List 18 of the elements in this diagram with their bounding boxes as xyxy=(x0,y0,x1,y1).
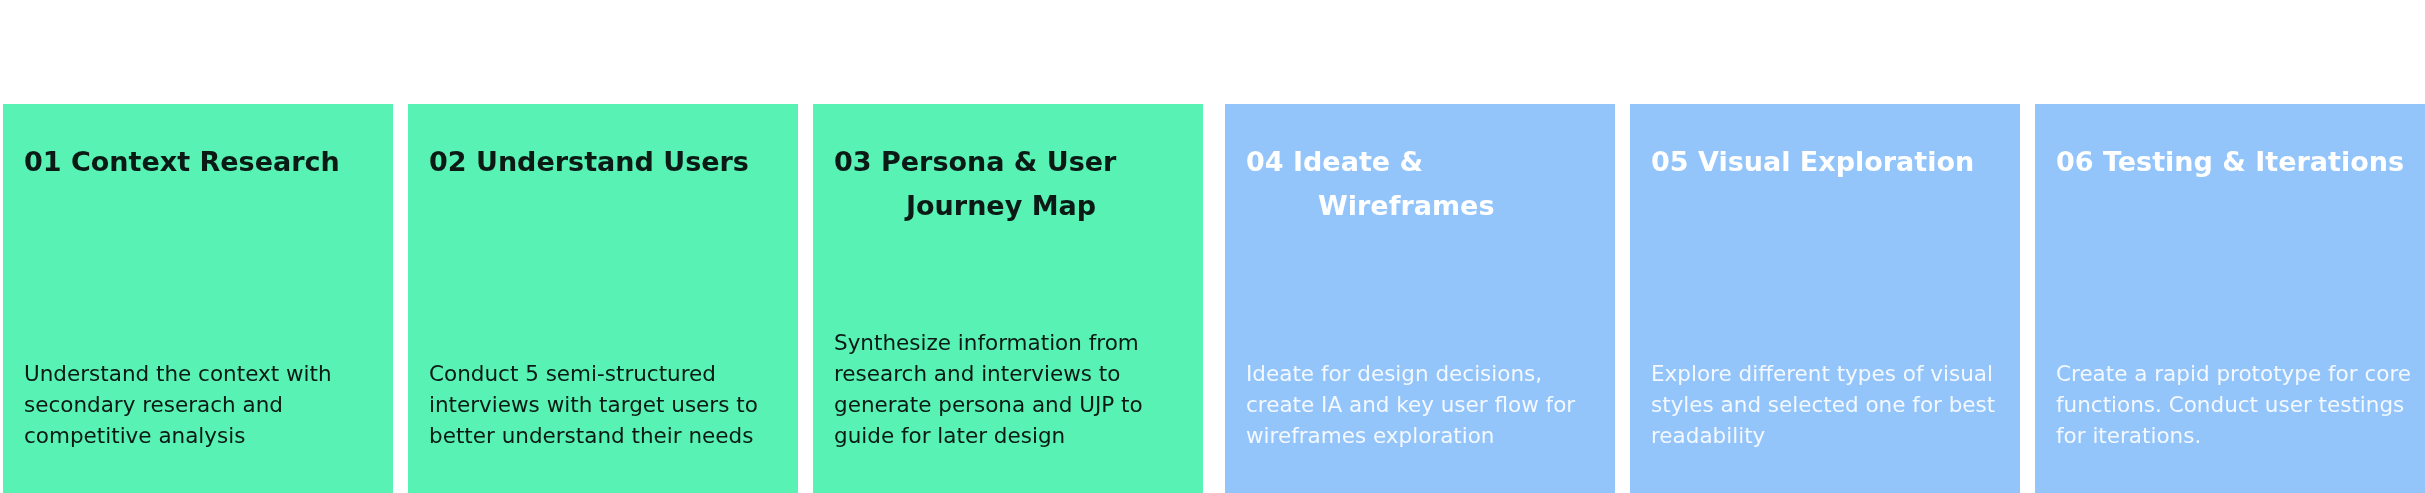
step-card xyxy=(1630,104,2020,493)
step-title: 05 Visual Exploration xyxy=(1651,145,1976,179)
step-description: Conduct 5 semi-structured interviews with target users to better understand their needs xyxy=(429,360,759,450)
step-description: Synthesize information from research and interviews to generate persona and UJP to guide for later design xyxy=(834,329,1144,450)
step-card xyxy=(2035,104,2425,493)
step-card xyxy=(813,104,1203,493)
step-description: Understand the context with secondary reserach and competitive analysis xyxy=(24,360,333,450)
step-title: 01 Context Research xyxy=(24,145,341,179)
step-description: Explore different types of visual styles and selected one for best readability xyxy=(1651,360,1997,450)
step-title: 06 Testing & Iterations xyxy=(2056,145,2406,179)
step-card xyxy=(1225,104,1615,493)
step-description: Create a rapid prototype for core functions. Conduct user testings for iterations. xyxy=(2056,360,2411,450)
step-title: 04 Ideate & Wireframes xyxy=(1246,145,1496,223)
step-card xyxy=(3,104,393,493)
step-title: 03 Persona & User Journey Map xyxy=(834,145,1118,223)
step-title: 02 Understand Users xyxy=(429,145,750,179)
step-card xyxy=(408,104,798,493)
step-description: Ideate for design decisions, create IA and key user flow for wireframes exploration xyxy=(1246,360,1577,450)
